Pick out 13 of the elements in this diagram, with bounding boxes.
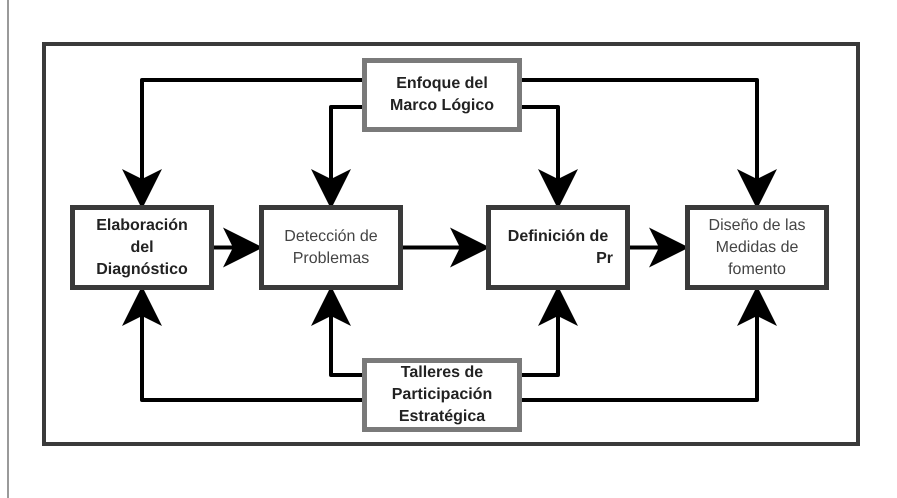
node-label: Enfoque del Marco Lógico bbox=[388, 74, 495, 116]
process-box bbox=[685, 205, 829, 290]
source-box bbox=[362, 58, 522, 132]
node-label: Detección de Problemas bbox=[283, 226, 379, 268]
node-label: Definición de bbox=[508, 226, 608, 246]
source-box bbox=[362, 358, 522, 432]
node-label: Elaboración del Diagnóstico bbox=[95, 216, 189, 280]
process-box bbox=[259, 205, 403, 290]
node-label: Pr bbox=[596, 248, 614, 268]
process-box bbox=[70, 205, 214, 290]
node-label: Diseño de las Medidas de fomento bbox=[708, 216, 806, 280]
process-box bbox=[486, 205, 630, 290]
node-label: Talleres de Participación Estratégica bbox=[390, 363, 494, 427]
